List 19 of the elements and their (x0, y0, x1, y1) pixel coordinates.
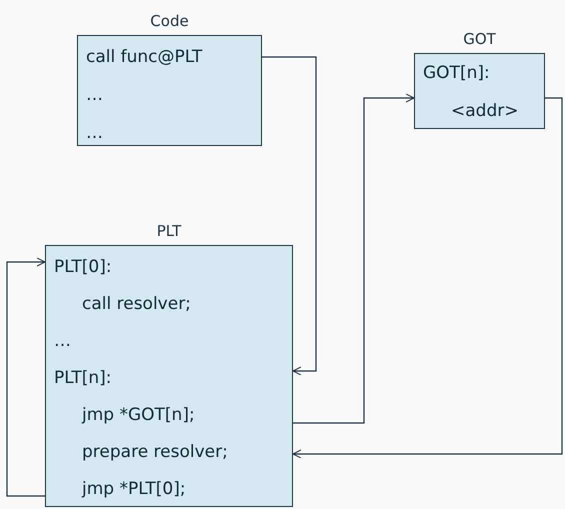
code-line: <addr> (450, 100, 520, 123)
code-line: … (85, 122, 104, 145)
arrow (293, 94, 414, 424)
code-line: prepare resolver; (81, 441, 229, 464)
code-line: PLT[0]: (53, 256, 113, 279)
code-line: call func@PLT (85, 46, 204, 69)
code-line: call resolver; (81, 293, 192, 316)
code-line: … (85, 84, 104, 107)
code-line: GOT[n]: (422, 62, 491, 85)
code-line: jmp *GOT[n]; (80, 404, 196, 427)
code-line: jmp *PLT[0]; (80, 478, 187, 501)
box-heading: Code (149, 11, 190, 31)
box-heading: GOT (462, 29, 497, 49)
code-line: … (53, 330, 72, 353)
arrow (262, 56, 317, 376)
arrow (6, 258, 46, 497)
arrow (292, 97, 563, 458)
box-heading: PLT (156, 221, 182, 241)
code-line: PLT[n]: (53, 367, 113, 390)
